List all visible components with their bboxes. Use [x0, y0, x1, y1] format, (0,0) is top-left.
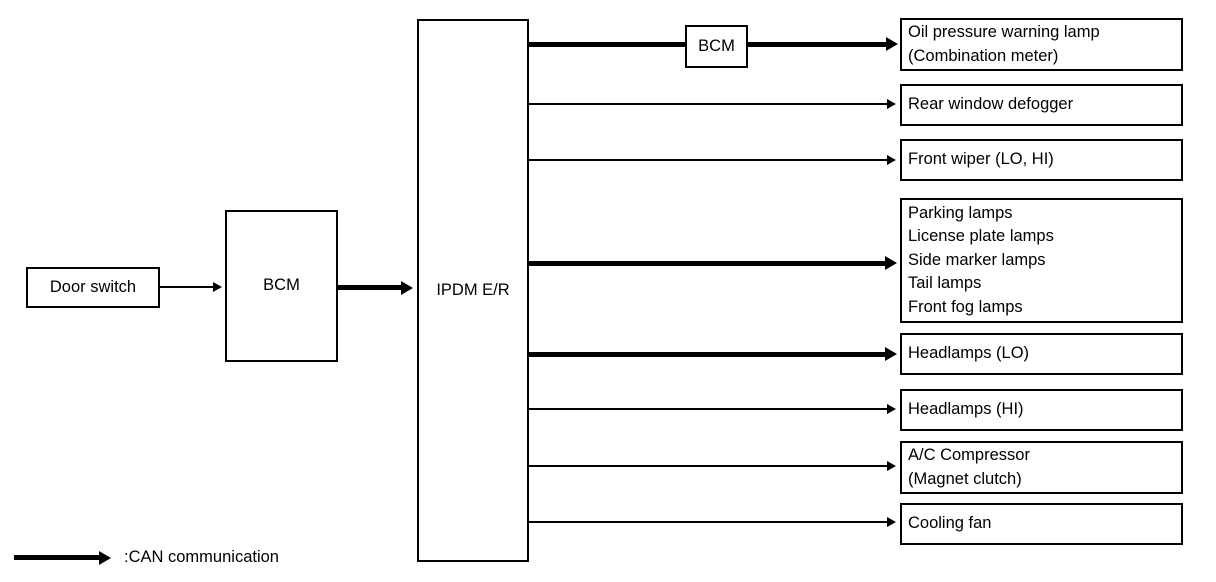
arrowhead-output-7	[887, 461, 896, 471]
node-bcm-left: BCM	[225, 210, 338, 362]
arrowhead-output-1	[886, 37, 898, 51]
arrowhead-bcm-to-ipdm	[401, 281, 413, 295]
node-door-switch-label: Door switch	[49, 277, 137, 296]
node-ipdm-er-label: IPDM E/R	[436, 280, 510, 299]
connector-bcm-top-to-output-1	[748, 42, 888, 47]
node-bcm-top: BCM	[685, 25, 748, 68]
can-arrowhead-icon	[99, 550, 111, 565]
output-box-4: Parking lamps License plate lamps Side m…	[900, 198, 1183, 323]
connector-ipdm-to-output-2	[529, 103, 889, 105]
arrowhead-output-2	[887, 99, 896, 109]
node-bcm-left-label: BCM	[263, 276, 300, 295]
node-bcm-top-label: BCM	[698, 36, 735, 55]
connector-bcm-to-ipdm	[338, 285, 403, 290]
output-label-8: Cooling fan	[908, 514, 992, 533]
connector-ipdm-to-output-5	[529, 352, 887, 357]
connector-ipdm-to-output-7	[529, 465, 889, 467]
can-line-icon	[14, 555, 100, 560]
output-label-5: Headlamps (LO)	[908, 344, 1030, 363]
connector-ipdm-to-bcm-top	[529, 42, 685, 47]
arrowhead-output-4	[885, 256, 897, 270]
output-box-2: Rear window defogger	[900, 84, 1183, 126]
legend-label: :CAN communication	[124, 548, 279, 566]
arrowhead-output-6	[887, 404, 896, 414]
connector-ipdm-to-output-3	[529, 159, 889, 161]
arrowhead-door-switch-to-bcm	[213, 282, 222, 292]
arrowhead-output-5	[885, 347, 897, 361]
output-label-6: Headlamps (HI)	[908, 400, 1024, 419]
node-ipdm-er: IPDM E/R	[417, 19, 529, 562]
output-label-4: Parking lamps License plate lamps Side m…	[908, 203, 1054, 316]
arrowhead-output-3	[887, 155, 896, 165]
connector-ipdm-to-output-8	[529, 521, 889, 523]
arrowhead-output-8	[887, 517, 896, 527]
connector-door-switch-to-bcm	[160, 286, 215, 288]
output-box-1: Oil pressure warning lamp (Combination m…	[900, 18, 1183, 71]
node-door-switch: Door switch	[26, 267, 160, 308]
output-label-7: A/C Compressor (Magnet clutch)	[908, 446, 1030, 488]
output-box-5: Headlamps (LO)	[900, 333, 1183, 375]
output-box-3: Front wiper (LO, HI)	[900, 139, 1183, 181]
output-label-3: Front wiper (LO, HI)	[908, 150, 1054, 169]
connector-ipdm-to-output-4	[529, 261, 887, 266]
output-box-8: Cooling fan	[900, 503, 1183, 545]
output-box-7: A/C Compressor (Magnet clutch)	[900, 441, 1183, 494]
output-label-2: Rear window defogger	[908, 95, 1074, 114]
output-label-1: Oil pressure warning lamp (Combination m…	[908, 23, 1100, 65]
output-box-6: Headlamps (HI)	[900, 389, 1183, 431]
legend: :CAN communication	[14, 548, 279, 567]
connector-ipdm-to-output-6	[529, 408, 889, 410]
